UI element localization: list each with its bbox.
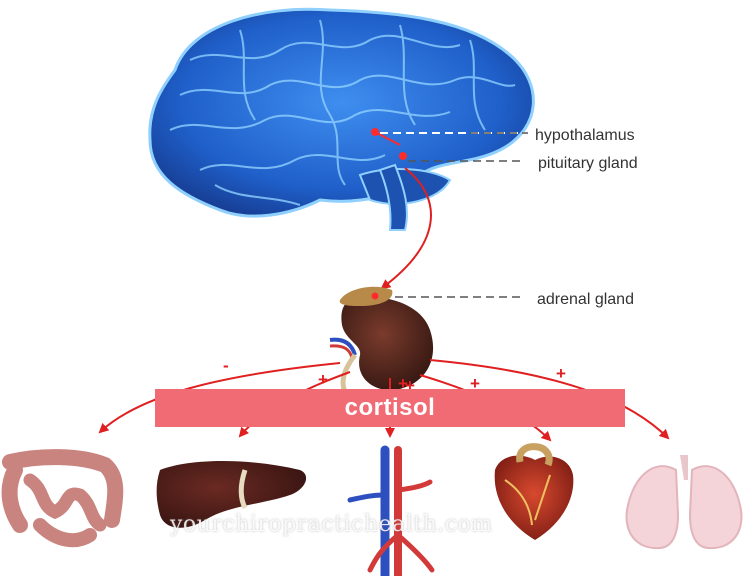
intestine-illustration [1,449,124,548]
pituitary-gland-label: pituitary gland [538,155,638,172]
lungs-effect-sign: + [556,364,566,383]
vessels-effect-sign: + [405,376,415,395]
hypothalamus-link [374,131,401,146]
acth-arrow [380,167,432,290]
intestine-effect-sign: - [223,356,229,375]
pituitary-marker [399,152,407,160]
vessels-effect-sign-left: + [398,374,408,393]
brain-illustration [148,7,535,231]
liver-illustration [156,461,307,528]
kidney-illustration [329,286,434,393]
adrenal-gland-shape [339,286,393,306]
cortisol-banner: cortisol [155,389,625,427]
hypothalamus-label: hypothalamus [535,127,635,144]
lungs-illustration [625,455,743,550]
adrenal-gland-label: adrenal gland [537,291,634,308]
liver-effect-sign: + [318,370,328,389]
heart-effect-sign: + [470,374,480,393]
watermark: yourchiropractichealth.com [170,512,493,537]
arrow-to-intestine [98,362,341,434]
heart-illustration [494,443,574,540]
cortisol-label: cortisol [344,394,436,421]
vessels-illustration [347,445,435,576]
